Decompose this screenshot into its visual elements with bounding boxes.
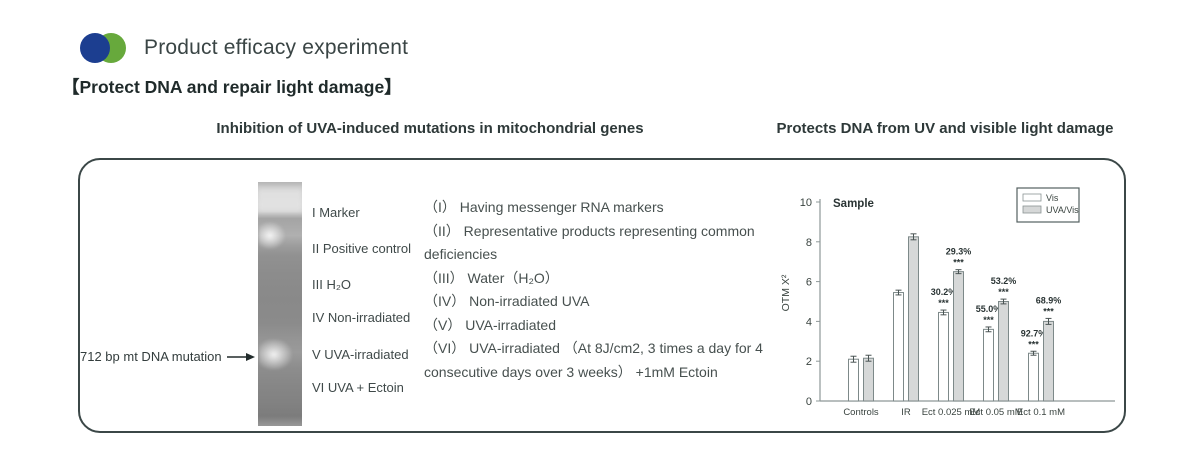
significance-stars: ***	[938, 298, 949, 308]
logo-blue-circle-icon	[80, 33, 110, 63]
legend-swatch-Vis	[1022, 193, 1042, 202]
x-tick-label: Ect 0.05 mM	[969, 407, 1022, 418]
y-tick-label: 4	[806, 316, 812, 328]
arrow-right-icon	[226, 353, 255, 361]
percent-label: 68.9%	[1036, 295, 1062, 305]
content-panel: 712 bp mt DNA mutation I Marker II Posit…	[78, 158, 1126, 433]
x-tick-label: Ect 0.025 mM	[922, 407, 981, 418]
note-item: （IV） Non-irradiated UVA	[424, 293, 590, 309]
significance-stars: ***	[1028, 339, 1039, 349]
bar-UVA/Vis	[953, 271, 964, 402]
y-tick-label: 10	[800, 197, 812, 209]
bar-Vis	[848, 358, 859, 402]
bar-UVA/Vis	[863, 357, 874, 402]
bar-Vis	[893, 292, 904, 402]
gel-arrow-label-text: 712 bp mt DNA mutation	[80, 349, 222, 364]
legend-swatch-UVA/Vis	[1022, 205, 1042, 214]
y-tick-label: 0	[806, 396, 812, 408]
note-item: （VI） UVA-irradiated （At 8J/cm2, 3 times …	[424, 340, 763, 380]
bar-Vis	[938, 311, 949, 402]
gel-image	[258, 182, 302, 426]
legend-label: Vis	[1046, 193, 1059, 203]
gel-lane-label: I Marker	[312, 205, 360, 220]
gel-band-marker	[258, 189, 302, 212]
percent-label: 29.3%	[946, 247, 972, 257]
bar-Vis	[983, 328, 994, 402]
page-title: Product efficacy experiment	[144, 36, 409, 59]
notes-list: （I） Having messenger RNA markers （II） Re…	[424, 196, 772, 384]
bar-UVA/Vis	[908, 236, 919, 402]
chart-title: Sample	[833, 198, 874, 210]
left-panel-title: Inhibition of UVA-induced mutations in m…	[216, 120, 644, 137]
significance-stars: ***	[998, 287, 1009, 297]
gel-band-positive-control	[259, 222, 285, 250]
legend-box	[1016, 187, 1080, 223]
bar-Vis	[1028, 352, 1039, 402]
note-item: （III） Water（H₂O）	[424, 269, 559, 286]
significance-stars: ***	[983, 315, 994, 325]
note-item: （I） Having messenger RNA markers	[424, 199, 664, 215]
percent-label: 30.2%	[931, 287, 957, 297]
right-panel-title: Protects DNA from UV and visible light d…	[776, 120, 1114, 137]
x-tick-label: IR	[901, 407, 911, 418]
percent-label: 55.0%	[976, 304, 1002, 314]
brand-header: Product efficacy experiment	[80, 33, 408, 63]
bar-UVA/Vis	[1043, 320, 1054, 402]
significance-stars: ***	[1043, 306, 1054, 316]
gel-lane-label: VI UVA + Ectoin	[312, 380, 404, 395]
gel-arrow-label: 712 bp mt DNA mutation	[80, 349, 255, 364]
x-tick-label: Controls	[843, 407, 879, 418]
gel-lane-label: V UVA-irradiated	[312, 347, 409, 362]
gel-lane-label: III H₂O	[312, 277, 351, 292]
brand-logo-icon	[80, 33, 127, 63]
percent-label: 92.7%	[1021, 328, 1047, 338]
y-axis-label: OTM X²	[780, 274, 792, 311]
gel-band-uva-irradiated	[259, 339, 292, 370]
percent-label: 53.2%	[991, 276, 1017, 286]
section-heading: 【Protect DNA and repair light damage】	[62, 77, 402, 97]
y-tick-label: 2	[806, 356, 812, 368]
x-tick-label: Ect 0.1 mM	[1017, 407, 1065, 418]
y-tick-label: 8	[806, 237, 812, 249]
y-tick-label: 6	[806, 277, 812, 289]
gel-lane-label: IV Non-irradiated	[312, 310, 411, 325]
note-item: （V） UVA-irradiated	[424, 316, 557, 333]
note-item: （II） Representative products representin…	[424, 222, 755, 263]
significance-stars: ***	[953, 258, 964, 268]
gel-lane-label: II Positive control	[312, 241, 411, 256]
bar-UVA/Vis	[998, 301, 1009, 402]
legend-label: UVA/Vis	[1046, 205, 1079, 215]
